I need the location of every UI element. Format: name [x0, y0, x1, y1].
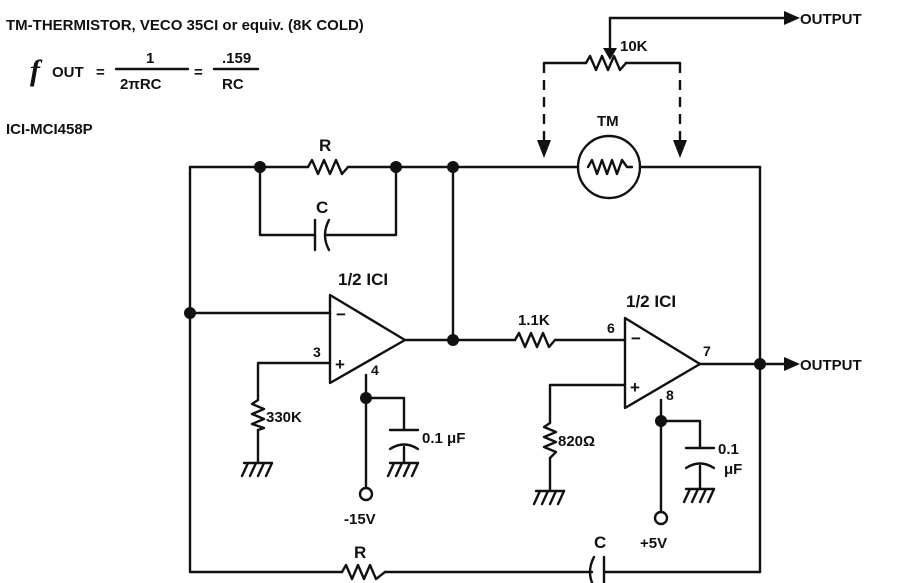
opamp-2-pin7: 7 [703, 343, 711, 359]
formula-frac1-num: 1 [146, 50, 154, 67]
capacitor-0-1uf-1-label: 0.1 μF [422, 430, 465, 447]
capacitor-c-bottom: C [588, 533, 606, 583]
output-right-label: OUTPUT [800, 357, 862, 374]
thermistor-tm-label: TM [597, 113, 619, 130]
formula-eq2: = [194, 64, 203, 81]
supply-pos-label: +5V [640, 535, 667, 552]
formula-frac2-num: .159 [222, 50, 251, 67]
thermistor-note: TM-THERMISTOR, VECO 35CI or equiv. (8K C… [6, 17, 364, 34]
capacitor-c-bottom-label: C [594, 533, 606, 552]
opamp-2-minus: − [631, 329, 641, 348]
junction-dots [184, 161, 766, 427]
opamp-2-pin8: 8 [666, 387, 674, 403]
potentiometer-10k: 10K [537, 38, 687, 158]
resistor-820: 820Ω [542, 421, 595, 460]
opamp-1: − + 1/2 ICI 3 4 [313, 270, 407, 385]
formula-eq1: = [96, 64, 105, 81]
resistor-r-top-label: R [319, 136, 331, 155]
capacitor-0-1uf-2-value: 0.1 [718, 441, 739, 458]
frequency-formula: f OUT = 1 2πRC = .159 RC [30, 50, 260, 93]
resistor-1-1k-label: 1.1K [518, 312, 550, 329]
resistor-820-label: 820Ω [558, 433, 595, 450]
capacitor-c-top-label: C [316, 198, 328, 217]
formula-f: f [30, 54, 43, 87]
supply-neg-label: -15V [344, 511, 376, 528]
output-top: OUTPUT [784, 11, 862, 28]
ground-icon [682, 487, 716, 504]
resistor-330k-label: 330K [266, 409, 302, 426]
opamp-1-pin3: 3 [313, 344, 321, 360]
opamp-2-label: 1/2 ICI [626, 292, 676, 311]
output-top-label: OUTPUT [800, 11, 862, 28]
resistor-r-bottom-label: R [354, 543, 366, 562]
formula-frac1-den: 2πRC [120, 76, 162, 93]
capacitor-0-1uf-1: 0.1 μF [388, 428, 465, 451]
capacitor-c-top: C [313, 198, 331, 252]
formula-frac2-den: RC [222, 76, 244, 93]
opamp-1-plus: + [335, 355, 345, 374]
resistor-r-bottom: R [340, 543, 387, 581]
wiring [188, 16, 787, 574]
opamp-2-pin6: 6 [607, 320, 615, 336]
thermistor-tm: TM [576, 113, 642, 200]
resistor-330k: 330K [250, 398, 302, 432]
ground-icon [532, 489, 566, 506]
resistor-r-top: R [306, 136, 350, 176]
opamp-1-label: 1/2 ICI [338, 270, 388, 289]
ground-symbols [240, 461, 716, 506]
supply-pos: +5V [640, 510, 669, 552]
supply-neg: -15V [344, 486, 376, 528]
output-right: OUTPUT [784, 357, 862, 374]
opamp-2-plus: + [630, 378, 640, 397]
ground-icon [386, 461, 420, 478]
opamp-1-minus: − [336, 305, 346, 324]
formula-out: OUT [52, 64, 84, 81]
opamp-2: − + 1/2 ICI 6 7 8 [607, 292, 711, 410]
resistor-1-1k: 1.1K [513, 312, 557, 349]
capacitor-0-1uf-2-unit: μF [724, 461, 742, 478]
ic-note: ICI-MCI458P [6, 121, 93, 138]
ground-icon [240, 461, 274, 478]
capacitor-0-1uf-2: 0.1 μF [684, 441, 742, 478]
opamp-1-pin4: 4 [371, 362, 379, 378]
potentiometer-10k-label: 10K [620, 38, 648, 55]
